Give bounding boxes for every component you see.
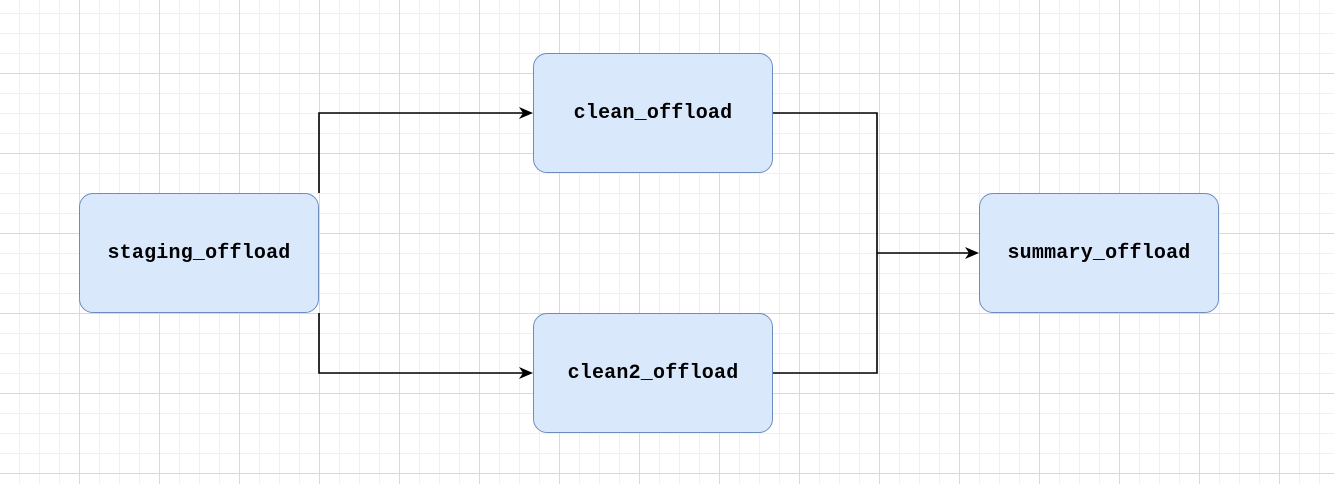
node-clean2-offload[interactable]: clean2_offload	[533, 313, 773, 433]
node-staging-offload[interactable]: staging_offload	[79, 193, 319, 313]
node-label: staging_offload	[107, 241, 291, 265]
edge-staging-to-clean2[interactable]	[318, 313, 533, 379]
node-label: summary_offload	[1007, 241, 1191, 265]
node-clean-offload[interactable]: clean_offload	[533, 53, 773, 173]
edge-clean2-to-summary[interactable]	[773, 253, 878, 374]
node-label: clean2_offload	[567, 361, 739, 385]
edge-staging-to-clean[interactable]	[318, 107, 533, 193]
node-label: clean_offload	[573, 101, 733, 125]
node-summary-offload[interactable]: summary_offload	[979, 193, 1219, 313]
edge-clean-to-summary[interactable]	[773, 112, 979, 259]
